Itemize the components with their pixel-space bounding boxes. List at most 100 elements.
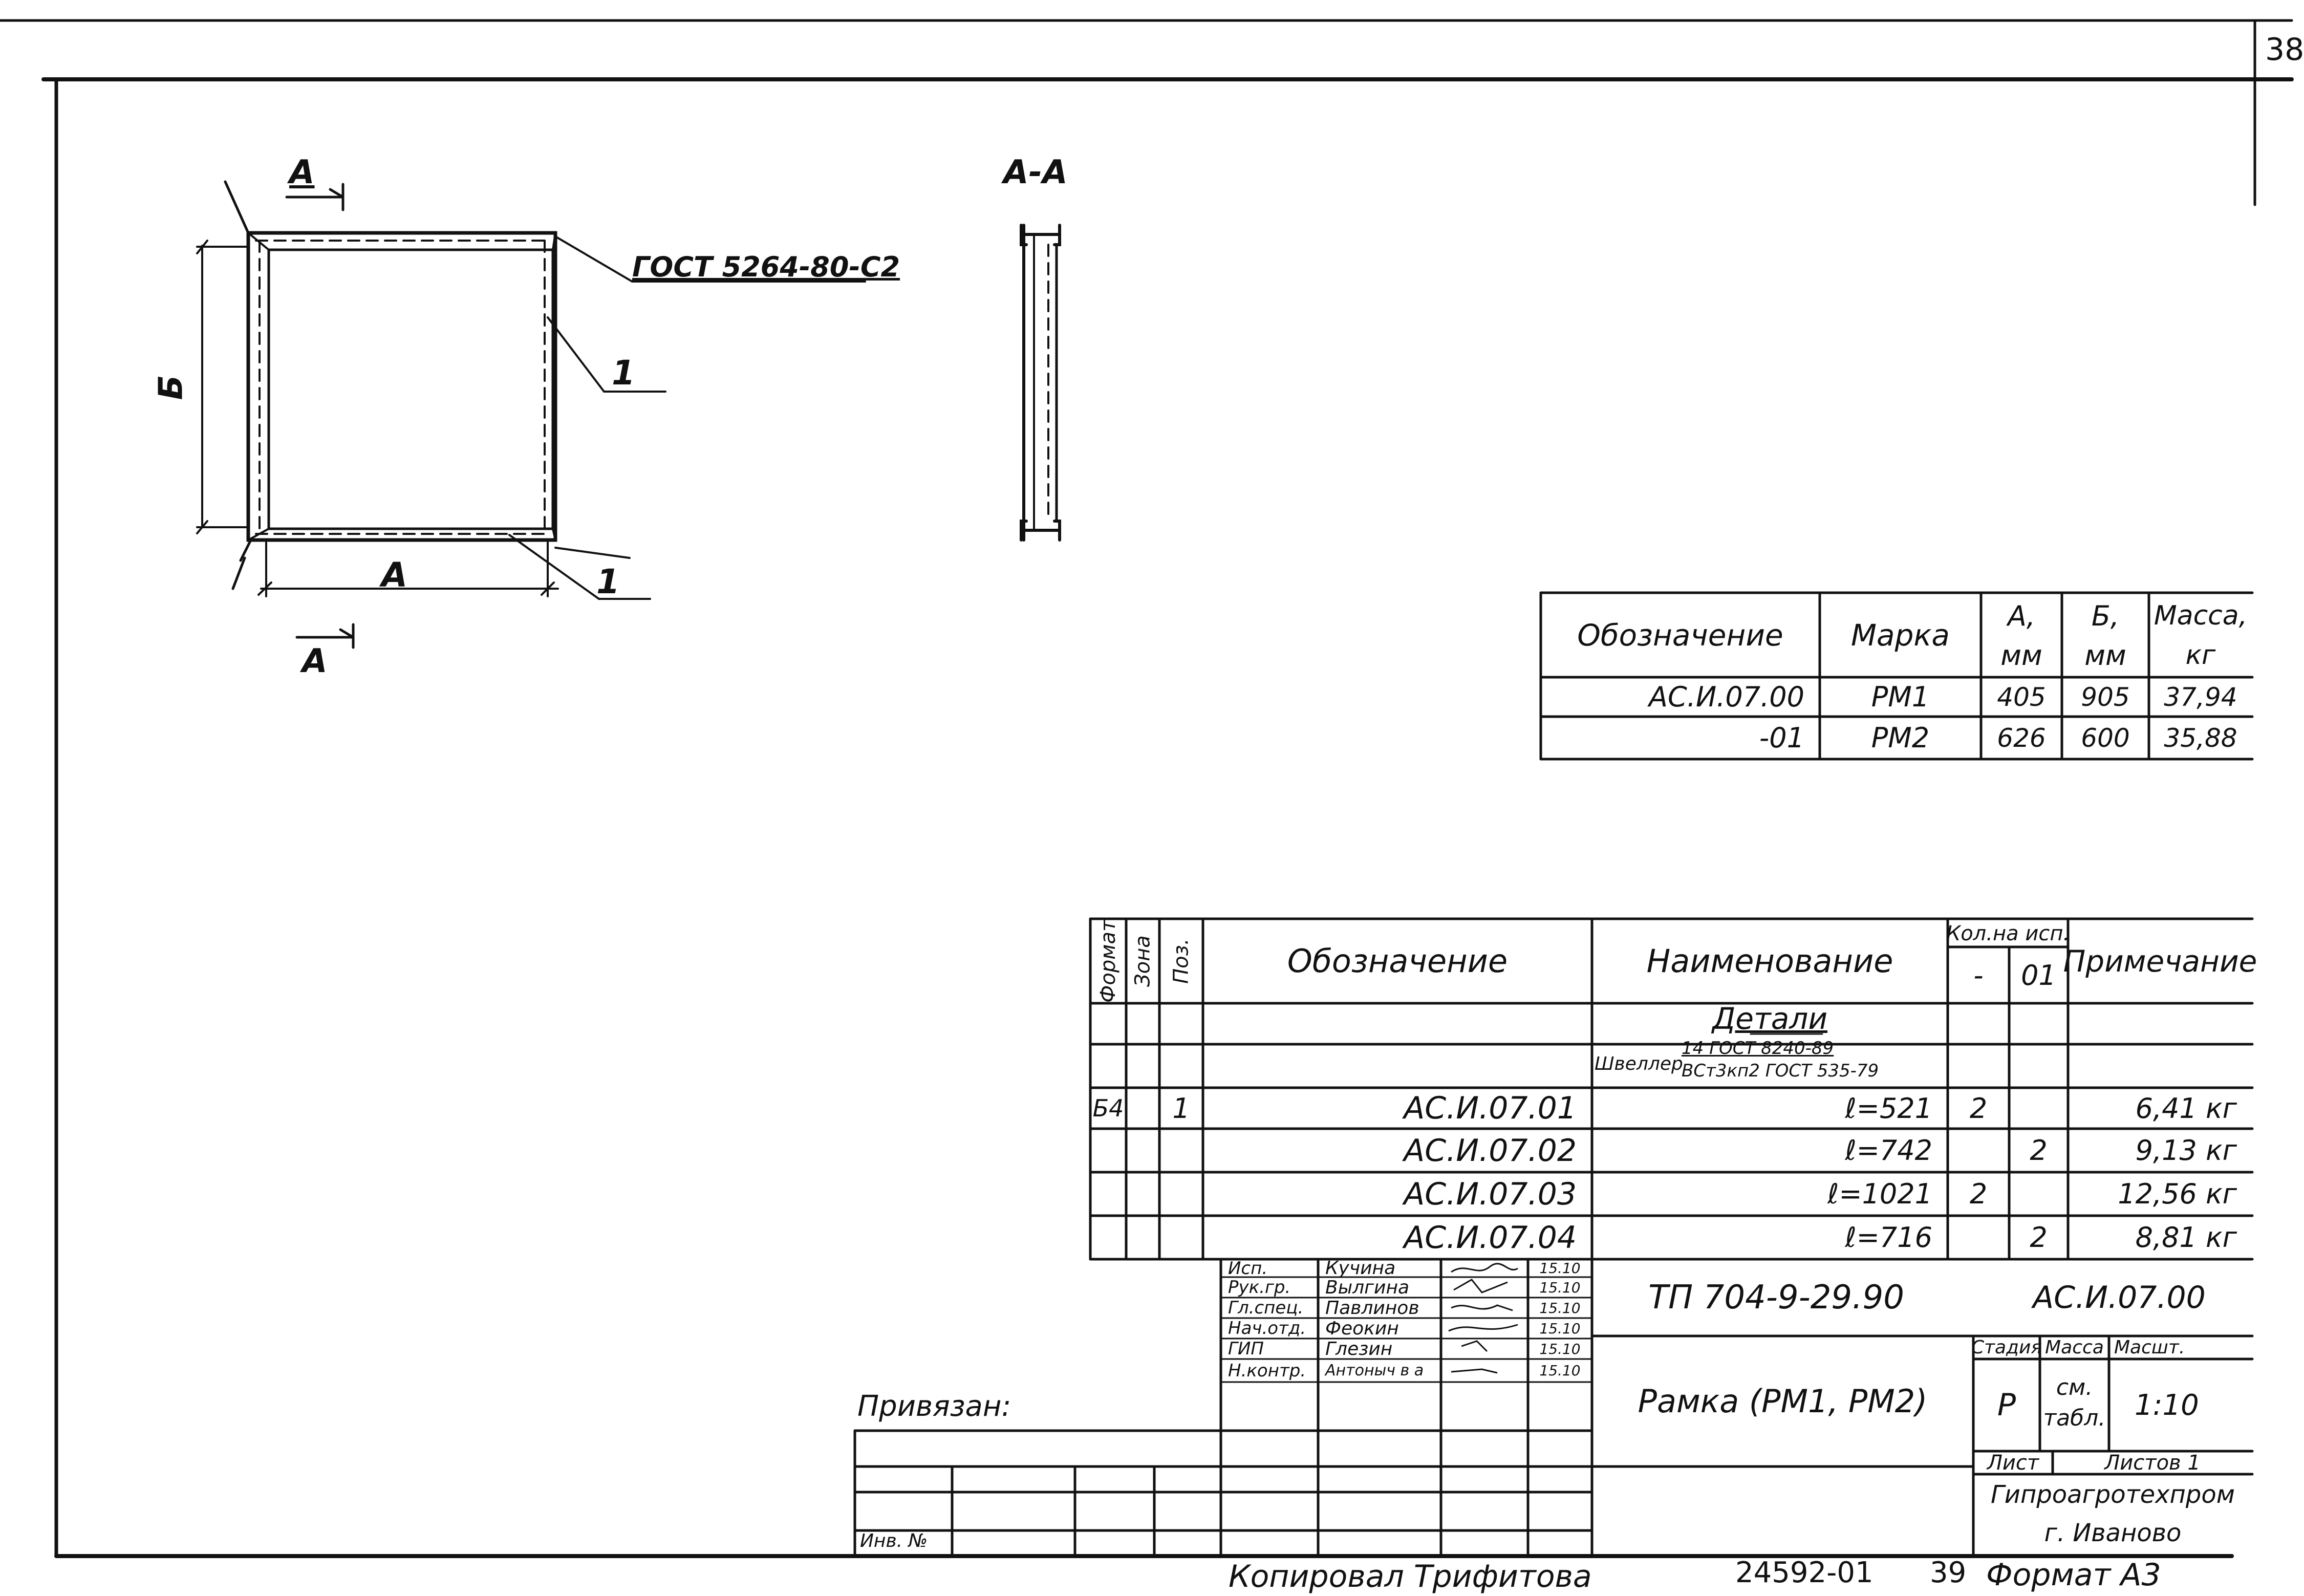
page-number: 38	[2265, 32, 2304, 68]
spec-row-qty-a: 2	[1969, 1092, 1988, 1125]
mass-header-mass: Масса,	[2154, 600, 2248, 631]
mass-table-grid	[1539, 591, 2254, 761]
tb-name: Феокин	[1325, 1318, 1399, 1339]
spec-header-pos: Поз.	[1169, 938, 1193, 984]
mass-row-mark: РМ2	[1871, 722, 1930, 754]
section-a-a-title: А-А	[1003, 154, 1068, 191]
spec-row-length: ℓ=1021	[1827, 1178, 1932, 1210]
tb-org-line-2: г. Иваново	[2044, 1519, 2182, 1547]
title-block-grid	[853, 1258, 2254, 1558]
spec-header-qty: Кол.на исп.	[1946, 922, 2070, 945]
leaders	[508, 235, 866, 600]
spec-header-name: Наименование	[1646, 942, 1893, 980]
material-top: 14 ГОСТ 8240-89	[1682, 1038, 1834, 1059]
tb-date: 15.10	[1539, 1260, 1581, 1277]
frame-front-view	[246, 231, 557, 542]
spec-row-qty-b: 2	[2030, 1221, 2048, 1254]
spec-row-length: ℓ=521	[1845, 1092, 1932, 1125]
position-callout-1: 1	[612, 353, 635, 393]
tb-role: Н.контр.	[1228, 1360, 1306, 1381]
spec-row-qty-b	[2009, 1172, 2068, 1216]
position-callout-1b: 1	[596, 562, 620, 601]
mass-row-mass: 35,88	[2164, 723, 2237, 753]
spec-row-length: ℓ=742	[1845, 1134, 1932, 1167]
mass-header-b-unit: мм	[2084, 639, 2126, 672]
tb-name: Павлинов	[1325, 1297, 1419, 1319]
spec-header-qty-a: -	[1973, 959, 1984, 991]
tb-role: ГИП	[1228, 1339, 1264, 1359]
spec-header-qty-b: 01	[2021, 959, 2056, 991]
spec-row-qty-a	[1948, 1129, 2009, 1172]
spec-row-note: 6,41 кг	[2135, 1092, 2237, 1125]
tb-name: Вылгина	[1325, 1277, 1410, 1298]
tb-stage-label: Стадия	[1971, 1337, 2042, 1358]
tb-org-line-1: Гипроагротехпром	[1991, 1480, 2235, 1509]
tb-date: 15.10	[1539, 1299, 1581, 1317]
copied-by: Копировал Трифитова	[1229, 1559, 1592, 1594]
mass-header-designation: Обозначение	[1577, 617, 1783, 653]
tb-date: 15.10	[1539, 1320, 1581, 1337]
format-label: Формат А3	[1986, 1557, 2161, 1593]
spec-row-qty-b	[2009, 1088, 2068, 1129]
dimension-a-label: А	[381, 555, 408, 595]
spec-table-grid	[1089, 917, 2254, 1261]
stamp-id: 24592-01	[1735, 1556, 1874, 1589]
gost-weld-label: ГОСТ 5264-80-С2	[632, 251, 900, 283]
spec-section-title: Детали	[1712, 1001, 1828, 1036]
mass-row-b: 600	[2081, 723, 2130, 753]
tb-doc-code: АС.И.07.00	[2033, 1280, 2206, 1315]
tb-date: 15.10	[1539, 1340, 1581, 1357]
tb-role: Исп.	[1228, 1258, 1268, 1279]
material-prefix: Швеллер	[1595, 1053, 1683, 1074]
mass-header-a-unit: мм	[2000, 639, 2042, 672]
material-bottom: ВСт3кп2 ГОСТ 535-79	[1682, 1061, 1879, 1081]
mass-header-mark: Марка	[1851, 617, 1950, 653]
tb-date: 15.10	[1539, 1362, 1581, 1379]
tb-mass-label: Масса	[2045, 1337, 2104, 1358]
tb-role: Гл.спец.	[1228, 1298, 1304, 1318]
spec-row-note: 8,81 кг	[2135, 1221, 2237, 1254]
spec-row-qty-a: 2	[1969, 1178, 1988, 1210]
stamp-page: 39	[1930, 1556, 1967, 1589]
tb-role: Рук.гр.	[1228, 1277, 1291, 1298]
tb-name: Кучина	[1325, 1258, 1396, 1279]
spec-row-note: 9,13 кг	[2135, 1134, 2237, 1167]
tb-mass-value-2: табл.	[2043, 1405, 2106, 1431]
tb-title: Рамка (РМ1, РМ2)	[1638, 1383, 1928, 1420]
tb-sheets-label: Листов 1	[2104, 1451, 2201, 1475]
spec-row-designation: АС.И.07.02	[1404, 1132, 1577, 1169]
mass-row-b: 905	[2081, 682, 2130, 712]
section-cut-marks	[224, 180, 355, 649]
section-mark-top: А	[289, 154, 315, 191]
inv-label: Инв. №	[860, 1530, 928, 1551]
tb-scale-label: Масшт.	[2114, 1337, 2185, 1358]
spec-row-qty-b: 2	[2030, 1134, 2048, 1167]
frame-dashed-weld	[255, 240, 549, 535]
spec-row-qty-a	[1948, 1216, 2009, 1259]
spec-header-designation: Обозначение	[1287, 942, 1508, 980]
mass-header-mass-unit: кг	[2185, 640, 2216, 671]
spec-header-note: Примечание	[2063, 943, 2257, 979]
mass-row-a: 626	[1997, 723, 2046, 753]
mass-row-mass: 37,94	[2164, 682, 2237, 712]
signatures-image	[1448, 1263, 1518, 1374]
tb-stage: Р	[1997, 1387, 2016, 1423]
mass-row-a: 405	[1997, 682, 2046, 712]
mass-row-designation: -01	[1759, 722, 1804, 754]
tb-role: Нач.отд.	[1228, 1318, 1306, 1339]
dimension-a	[257, 542, 559, 597]
tb-name: Глезин	[1325, 1338, 1393, 1360]
spec-row-pos: 1	[1172, 1092, 1190, 1125]
mass-header-a: А,	[2007, 599, 2036, 632]
mass-row-mark: РМ1	[1871, 681, 1930, 713]
tb-date: 15.10	[1539, 1279, 1581, 1296]
bound-label: Привязан:	[857, 1390, 1011, 1423]
spec-row-note: 12,56 кг	[2118, 1178, 2237, 1210]
dimension-b	[196, 240, 249, 534]
spec-row-format: Б4	[1092, 1094, 1124, 1122]
section-a-a-view	[1020, 224, 1061, 542]
mass-header-b: Б,	[2091, 599, 2120, 632]
section-mark-bottom: А	[302, 642, 328, 680]
tb-signature	[1441, 1259, 1528, 1382]
